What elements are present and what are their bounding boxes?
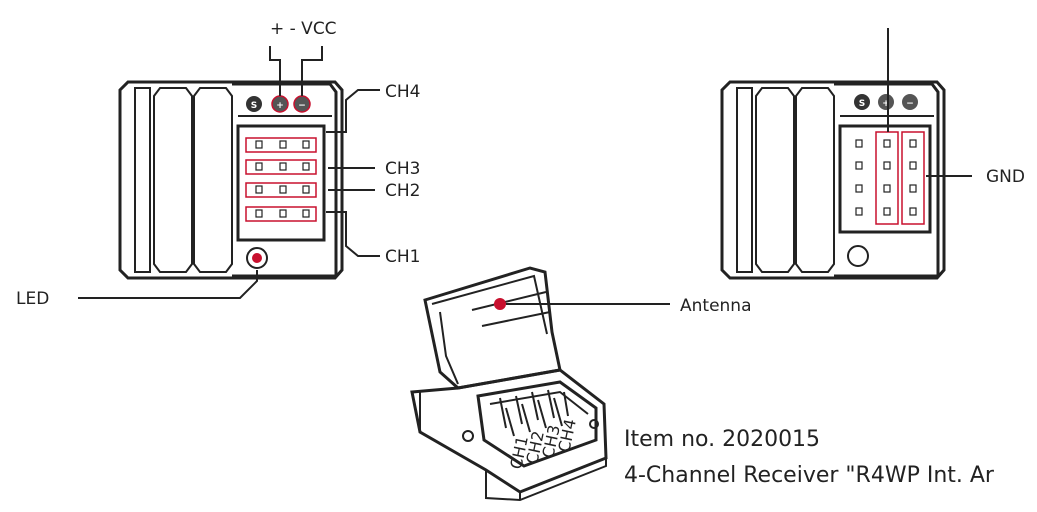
receiver-3d-view: CH1 CH2 CH3 CH4	[410, 266, 608, 502]
callout-antenna: Antenna	[506, 296, 752, 316]
receiver-back-view: S + −	[720, 80, 946, 280]
product-name: 4-Channel Receiver "R4WP Int. Ar	[624, 463, 995, 488]
led-icon	[252, 253, 262, 263]
pin-s-icon-back: S	[854, 94, 870, 110]
pin-minus-icon-back: −	[902, 94, 918, 110]
ch3-label: CH3	[385, 159, 420, 179]
svg-text:S: S	[859, 99, 865, 109]
antenna-dot-icon	[494, 298, 506, 310]
led-label: LED	[16, 289, 49, 309]
gnd-label: GND	[986, 167, 1025, 187]
pin-plus-icon: +	[271, 95, 289, 113]
antenna-label: Antenna	[680, 296, 752, 316]
led-ring-back	[847, 245, 869, 267]
svg-text:−: −	[298, 101, 306, 111]
callouts-right: GND	[887, 28, 1025, 187]
callouts-left: + - VCC CH4 CH3 CH2 CH1 LED	[16, 19, 420, 309]
ch1-label: CH1	[385, 247, 420, 267]
ch2-label: CH2	[385, 181, 420, 201]
svg-text:−: −	[906, 99, 914, 109]
receiver-front-view: S + −	[118, 80, 344, 280]
svg-text:+: +	[276, 101, 284, 111]
svg-text:+: +	[882, 99, 890, 109]
caption: Item no. 2020015 4-Channel Receiver "R4W…	[624, 427, 995, 488]
ch4-label: CH4	[385, 82, 420, 102]
pin-plus-icon-back: +	[878, 94, 894, 110]
led-ring	[246, 247, 268, 269]
item-number: Item no. 2020015	[624, 427, 820, 452]
pin-minus-icon: −	[293, 95, 311, 113]
svg-text:S: S	[251, 101, 257, 111]
power-label: + - VCC	[270, 19, 337, 39]
pin-s-icon: S	[246, 96, 262, 112]
